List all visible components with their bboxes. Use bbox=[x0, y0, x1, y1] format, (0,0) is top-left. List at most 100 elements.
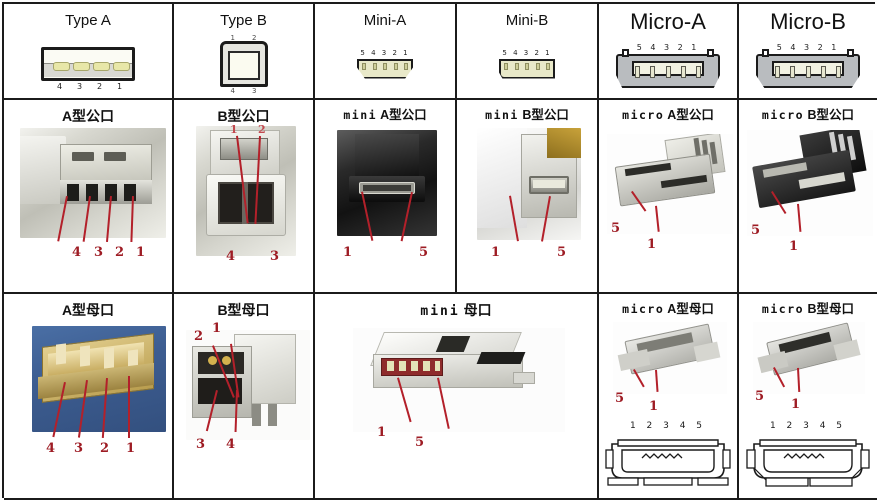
pin-number: 3 bbox=[252, 87, 257, 95]
cell-male-micro-a: micro A型公口 5 1 bbox=[599, 100, 739, 294]
cell-header-mini-b: Mini-B 5 4 3 2 1 bbox=[457, 4, 599, 100]
pin-number: 1 bbox=[117, 82, 123, 91]
header-label-type-b: Type B bbox=[220, 12, 267, 29]
header-label-micro-b: Micro-B bbox=[770, 9, 846, 34]
pin-number: 1 bbox=[789, 239, 799, 254]
type-a-contact bbox=[113, 62, 130, 71]
micro-b-receptacle-drawing bbox=[746, 439, 870, 487]
label-text: A型母口 bbox=[667, 302, 714, 316]
pin-number: 2 bbox=[100, 441, 110, 456]
pin-number: 1 bbox=[230, 123, 238, 136]
pin-number: 1 bbox=[791, 397, 801, 412]
cell-female-micro-b: micro B型母口 5 1 1 2 3 4 5 bbox=[739, 294, 877, 500]
label-female-micro-b: micro B型母口 bbox=[739, 303, 877, 316]
photo-male-micro-b bbox=[747, 130, 873, 236]
photo-male-type-b bbox=[196, 126, 296, 256]
mini-b-shell bbox=[499, 58, 555, 79]
pin-number: 1 bbox=[230, 34, 235, 42]
photo-female-type-b bbox=[186, 330, 310, 440]
type-a-contact bbox=[93, 62, 110, 71]
pin-number: 4 bbox=[226, 249, 236, 264]
pin-number: 2 bbox=[194, 329, 204, 344]
pin-strip-micro-b: 5 4 3 2 1 bbox=[776, 43, 840, 52]
pin-number: 1 bbox=[136, 245, 146, 260]
lineart-pin-numbers: 1 2 3 4 5 bbox=[769, 421, 847, 431]
diagram-type-b: 1 2 4 3 bbox=[174, 34, 313, 95]
cell-male-micro-b: micro B型公口 5 1 bbox=[739, 100, 877, 294]
type-a-contact bbox=[53, 62, 70, 71]
pin-number: 3 bbox=[196, 437, 206, 452]
photo-male-mini-a bbox=[337, 130, 437, 236]
pin-number: 3 bbox=[74, 441, 84, 456]
pin-number: 1 bbox=[647, 237, 657, 252]
leader-line bbox=[128, 376, 130, 438]
pin-number: 4 bbox=[230, 87, 235, 95]
pin-number: 3 bbox=[77, 82, 83, 91]
label-male-mini-b: mini B型公口 bbox=[457, 109, 597, 122]
photo-female-micro-b bbox=[753, 322, 865, 394]
photo-male-micro-a bbox=[607, 134, 733, 234]
label-text: 母口 bbox=[463, 302, 492, 318]
label-text: B型母口 bbox=[807, 302, 855, 316]
label-text: A型公口 bbox=[667, 108, 714, 122]
photo-male-type-a bbox=[20, 128, 166, 238]
label-text: B型公口 bbox=[807, 108, 855, 122]
diagram-mini-a: 5 4 3 2 1 bbox=[315, 34, 455, 94]
micro-a-shell bbox=[616, 49, 720, 88]
header-label-mini-b: Mini-B bbox=[505, 12, 549, 29]
cell-male-mini-a: mini A型公口 1 5 bbox=[315, 100, 457, 294]
cell-header-mini-a: Mini-A 5 4 3 2 1 bbox=[315, 4, 457, 100]
pin-number: 4 bbox=[46, 441, 56, 456]
cell-female-micro-a: micro A型母口 5 1 1 2 3 4 5 bbox=[599, 294, 739, 500]
cell-header-micro-a: Micro-A 5 4 3 2 1 bbox=[599, 4, 739, 100]
cell-male-mini-b: mini B型公口 1 5 bbox=[457, 100, 599, 294]
label-female-type-b: B型母口 bbox=[217, 302, 270, 318]
photo-female-type-a bbox=[32, 326, 166, 432]
diagram-mini-b: 5 4 3 2 1 bbox=[457, 34, 597, 94]
pin-strip-mini-b: 5 4 3 2 1 bbox=[502, 48, 552, 57]
pin-number: 1 bbox=[343, 245, 353, 260]
cell-male-type-a: A型公口 4 3 2 1 bbox=[4, 100, 174, 294]
type-a-shell: 4 3 2 1 bbox=[41, 47, 135, 91]
label-prefix: micro bbox=[622, 302, 665, 316]
label-prefix: micro bbox=[761, 108, 805, 122]
pin-number: 5 bbox=[419, 245, 429, 260]
pin-number: 1 bbox=[126, 441, 136, 456]
lineart-female-micro-a: 1 2 3 4 5 bbox=[604, 421, 732, 488]
pin-number: 4 bbox=[72, 245, 82, 260]
label-male-type-b: B型公口 bbox=[217, 108, 270, 124]
type-b-window bbox=[227, 51, 260, 80]
micro-b-shell bbox=[756, 49, 860, 88]
type-b-shell: 1 2 4 3 bbox=[219, 34, 268, 95]
cell-header-micro-b: Micro-B 5 4 3 2 1 bbox=[739, 4, 877, 100]
pin-strip-micro-a: 5 4 3 2 1 bbox=[636, 43, 700, 52]
pin-number: 3 bbox=[94, 245, 104, 260]
photo-female-mini bbox=[353, 328, 565, 432]
cell-male-type-b: B型公口 1 2 4 3 bbox=[174, 100, 315, 294]
cell-female-type-a: A型母口 4 3 2 1 bbox=[4, 294, 174, 500]
pin-number: 2 bbox=[252, 34, 257, 42]
pin-number: 1 bbox=[491, 245, 501, 260]
label-text: A型公口 bbox=[380, 108, 427, 122]
pin-number: 5 bbox=[611, 221, 621, 236]
pin-number: 5 bbox=[615, 391, 625, 406]
label-prefix: mini bbox=[343, 108, 378, 122]
cell-female-mini: mini 母口 1 5 bbox=[315, 294, 599, 500]
micro-b-latch-right bbox=[847, 49, 854, 57]
diagram-micro-a: 5 4 3 2 1 bbox=[599, 38, 737, 94]
pin-number: 5 bbox=[751, 223, 761, 238]
photo-female-micro-a bbox=[613, 322, 727, 394]
pin-strip-mini-a: 5 4 3 2 1 bbox=[360, 48, 410, 57]
cell-header-type-a: Type A 4 3 2 1 bbox=[4, 4, 174, 100]
cell-header-type-b: Type B 1 2 4 3 bbox=[174, 4, 315, 100]
pin-number: 1 bbox=[377, 425, 387, 440]
pin-number: 5 bbox=[557, 245, 567, 260]
label-prefix: micro bbox=[622, 108, 665, 122]
header-label-type-a: Type A bbox=[65, 12, 111, 29]
pin-number: 2 bbox=[115, 245, 125, 260]
micro-a-receptacle-drawing bbox=[605, 439, 731, 486]
micro-b-latch-left bbox=[762, 49, 769, 57]
label-male-mini-a: mini A型公口 bbox=[315, 109, 455, 122]
